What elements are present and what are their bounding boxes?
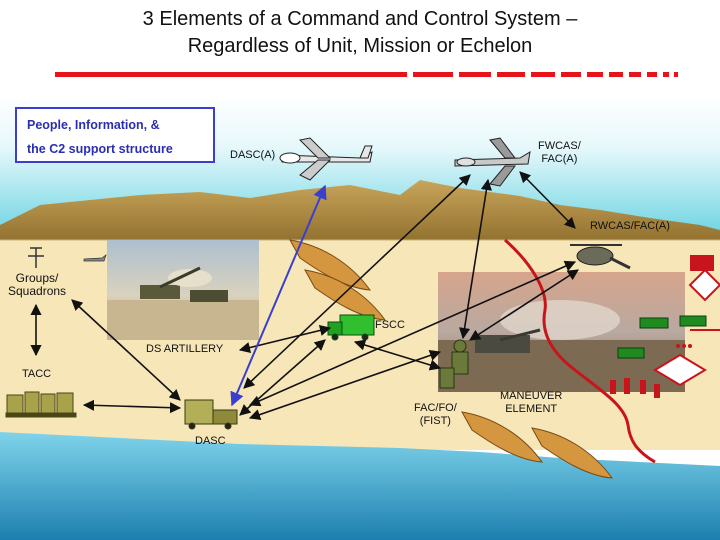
info-box-line-2: the C2 support structure <box>27 142 173 156</box>
maneuver-photo <box>438 272 685 392</box>
dasc-link-arrow <box>230 184 327 407</box>
dasc-shelter-icon <box>184 399 238 430</box>
label-groups-squadrons: Groups/ Squadrons <box>8 271 67 298</box>
label-fwcas: FWCAS/ FAC(A) <box>538 140 581 165</box>
small-jet-icon <box>83 254 107 262</box>
label-tacc: TACC <box>22 368 52 380</box>
artillery-photo <box>107 240 259 340</box>
label-fscc: FSCC <box>375 319 405 331</box>
label-maneuver-element: MANEUVER ELEMENT <box>500 390 563 415</box>
info-box: People, Information, & the C2 support st… <box>15 107 215 163</box>
fighter-jet-icon <box>454 137 531 187</box>
groups-headquarters-icon <box>28 247 44 268</box>
label-rwcas: RWCAS/FAC(A) <box>590 220 670 232</box>
label-dasc: DASC <box>195 435 226 447</box>
hill-icons-lower <box>461 411 614 479</box>
title-line-1: 3 Elements of a Command and Control Syst… <box>142 8 578 30</box>
page-title: 3 Elements of a Command and Control Syst… <box>0 6 720 60</box>
info-box-line-1: People, Information, & <box>27 118 160 132</box>
label-fac-fo-fist: FAC/FO/ (FIST) <box>414 402 457 427</box>
label-dasc-a: DASC(A) <box>230 149 276 161</box>
title-line-2: Regardless of Unit, Mission or Echelon <box>187 35 533 57</box>
label-ds-artillery: DS ARTILLERY <box>146 343 224 355</box>
helicopter-icon <box>570 244 631 270</box>
tacc-vehicles-icon <box>5 391 77 418</box>
enemy-unit-symbols <box>610 255 720 398</box>
title-rule <box>55 72 678 77</box>
friendly-tanks-icon <box>617 315 707 359</box>
